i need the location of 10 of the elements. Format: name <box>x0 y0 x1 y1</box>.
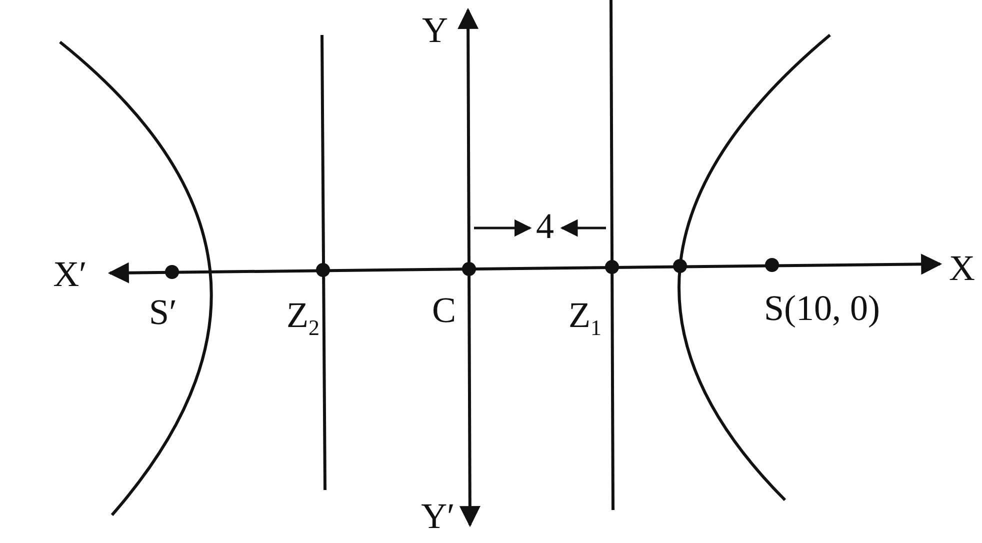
axis-label: X <box>949 250 975 286</box>
point-label: S(10, 0) <box>764 290 880 326</box>
point-label: Z$_{1}$ <box>568 296 602 340</box>
dimension-label: 4 <box>536 208 554 244</box>
axis-label: Y′ <box>421 498 455 534</box>
axis-label: X′ <box>53 256 87 292</box>
axis-label: Y <box>422 12 448 48</box>
point-label: C <box>432 292 456 328</box>
point-label: S′ <box>149 294 177 330</box>
point-label: Z$_{2}$ <box>286 296 320 340</box>
